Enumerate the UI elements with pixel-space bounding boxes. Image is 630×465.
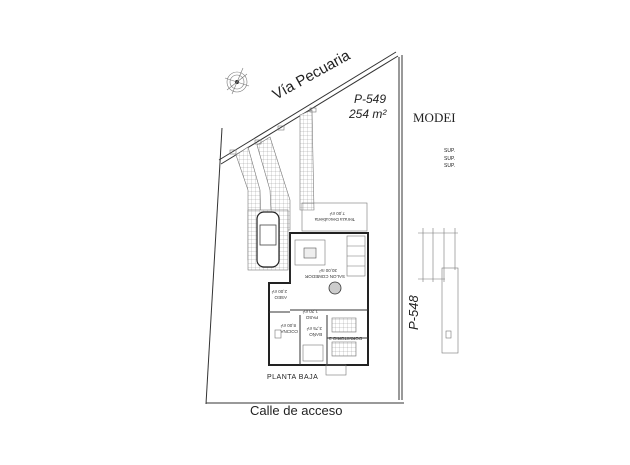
sup-line: SUP.	[444, 156, 455, 162]
neighbour-structure	[418, 228, 459, 354]
room-label: SALON COMEDOR	[304, 274, 345, 279]
neighbour-plot-label: P-548	[406, 295, 421, 330]
room-area: 3,75 m²	[306, 326, 322, 331]
model-label: MODEI	[413, 110, 456, 125]
plot-id: P-549	[354, 92, 386, 106]
road-label: Vía Pecuaria	[270, 47, 354, 104]
house-floor-plan: Terraza Descubierta 7,00 m² SALON COMEDO…	[247, 202, 369, 376]
street-label: Calle de acceso	[250, 403, 343, 418]
room-area: 2,00 m²	[271, 289, 287, 294]
room-area: 8,00 m²	[280, 323, 296, 328]
sofa-icon	[294, 239, 326, 266]
car-icon	[256, 211, 280, 268]
sup-line: SUP.	[444, 163, 455, 169]
room-area: 7,00 m²	[329, 211, 345, 216]
room-label: DORMITORIO 2	[329, 336, 362, 341]
room-area: 30,00 m²	[319, 268, 337, 273]
staircase-icon	[346, 235, 366, 277]
room-label: PASO	[305, 315, 318, 320]
sup-line: SUP.	[444, 148, 455, 154]
room-area: 1,20 m²	[302, 309, 318, 314]
plot-area: 254 m²	[348, 107, 387, 121]
dining-table-icon	[328, 281, 342, 295]
compass-rose-icon	[224, 67, 250, 95]
floor-label: PLANTA BAJA	[267, 374, 318, 381]
room-label: BAÑO	[309, 332, 322, 338]
room-label: ASEO	[274, 295, 287, 300]
room-label: COCINA	[280, 329, 298, 334]
room-label: Terraza Descubierta	[314, 217, 355, 222]
plot-boundary	[205, 51, 404, 405]
